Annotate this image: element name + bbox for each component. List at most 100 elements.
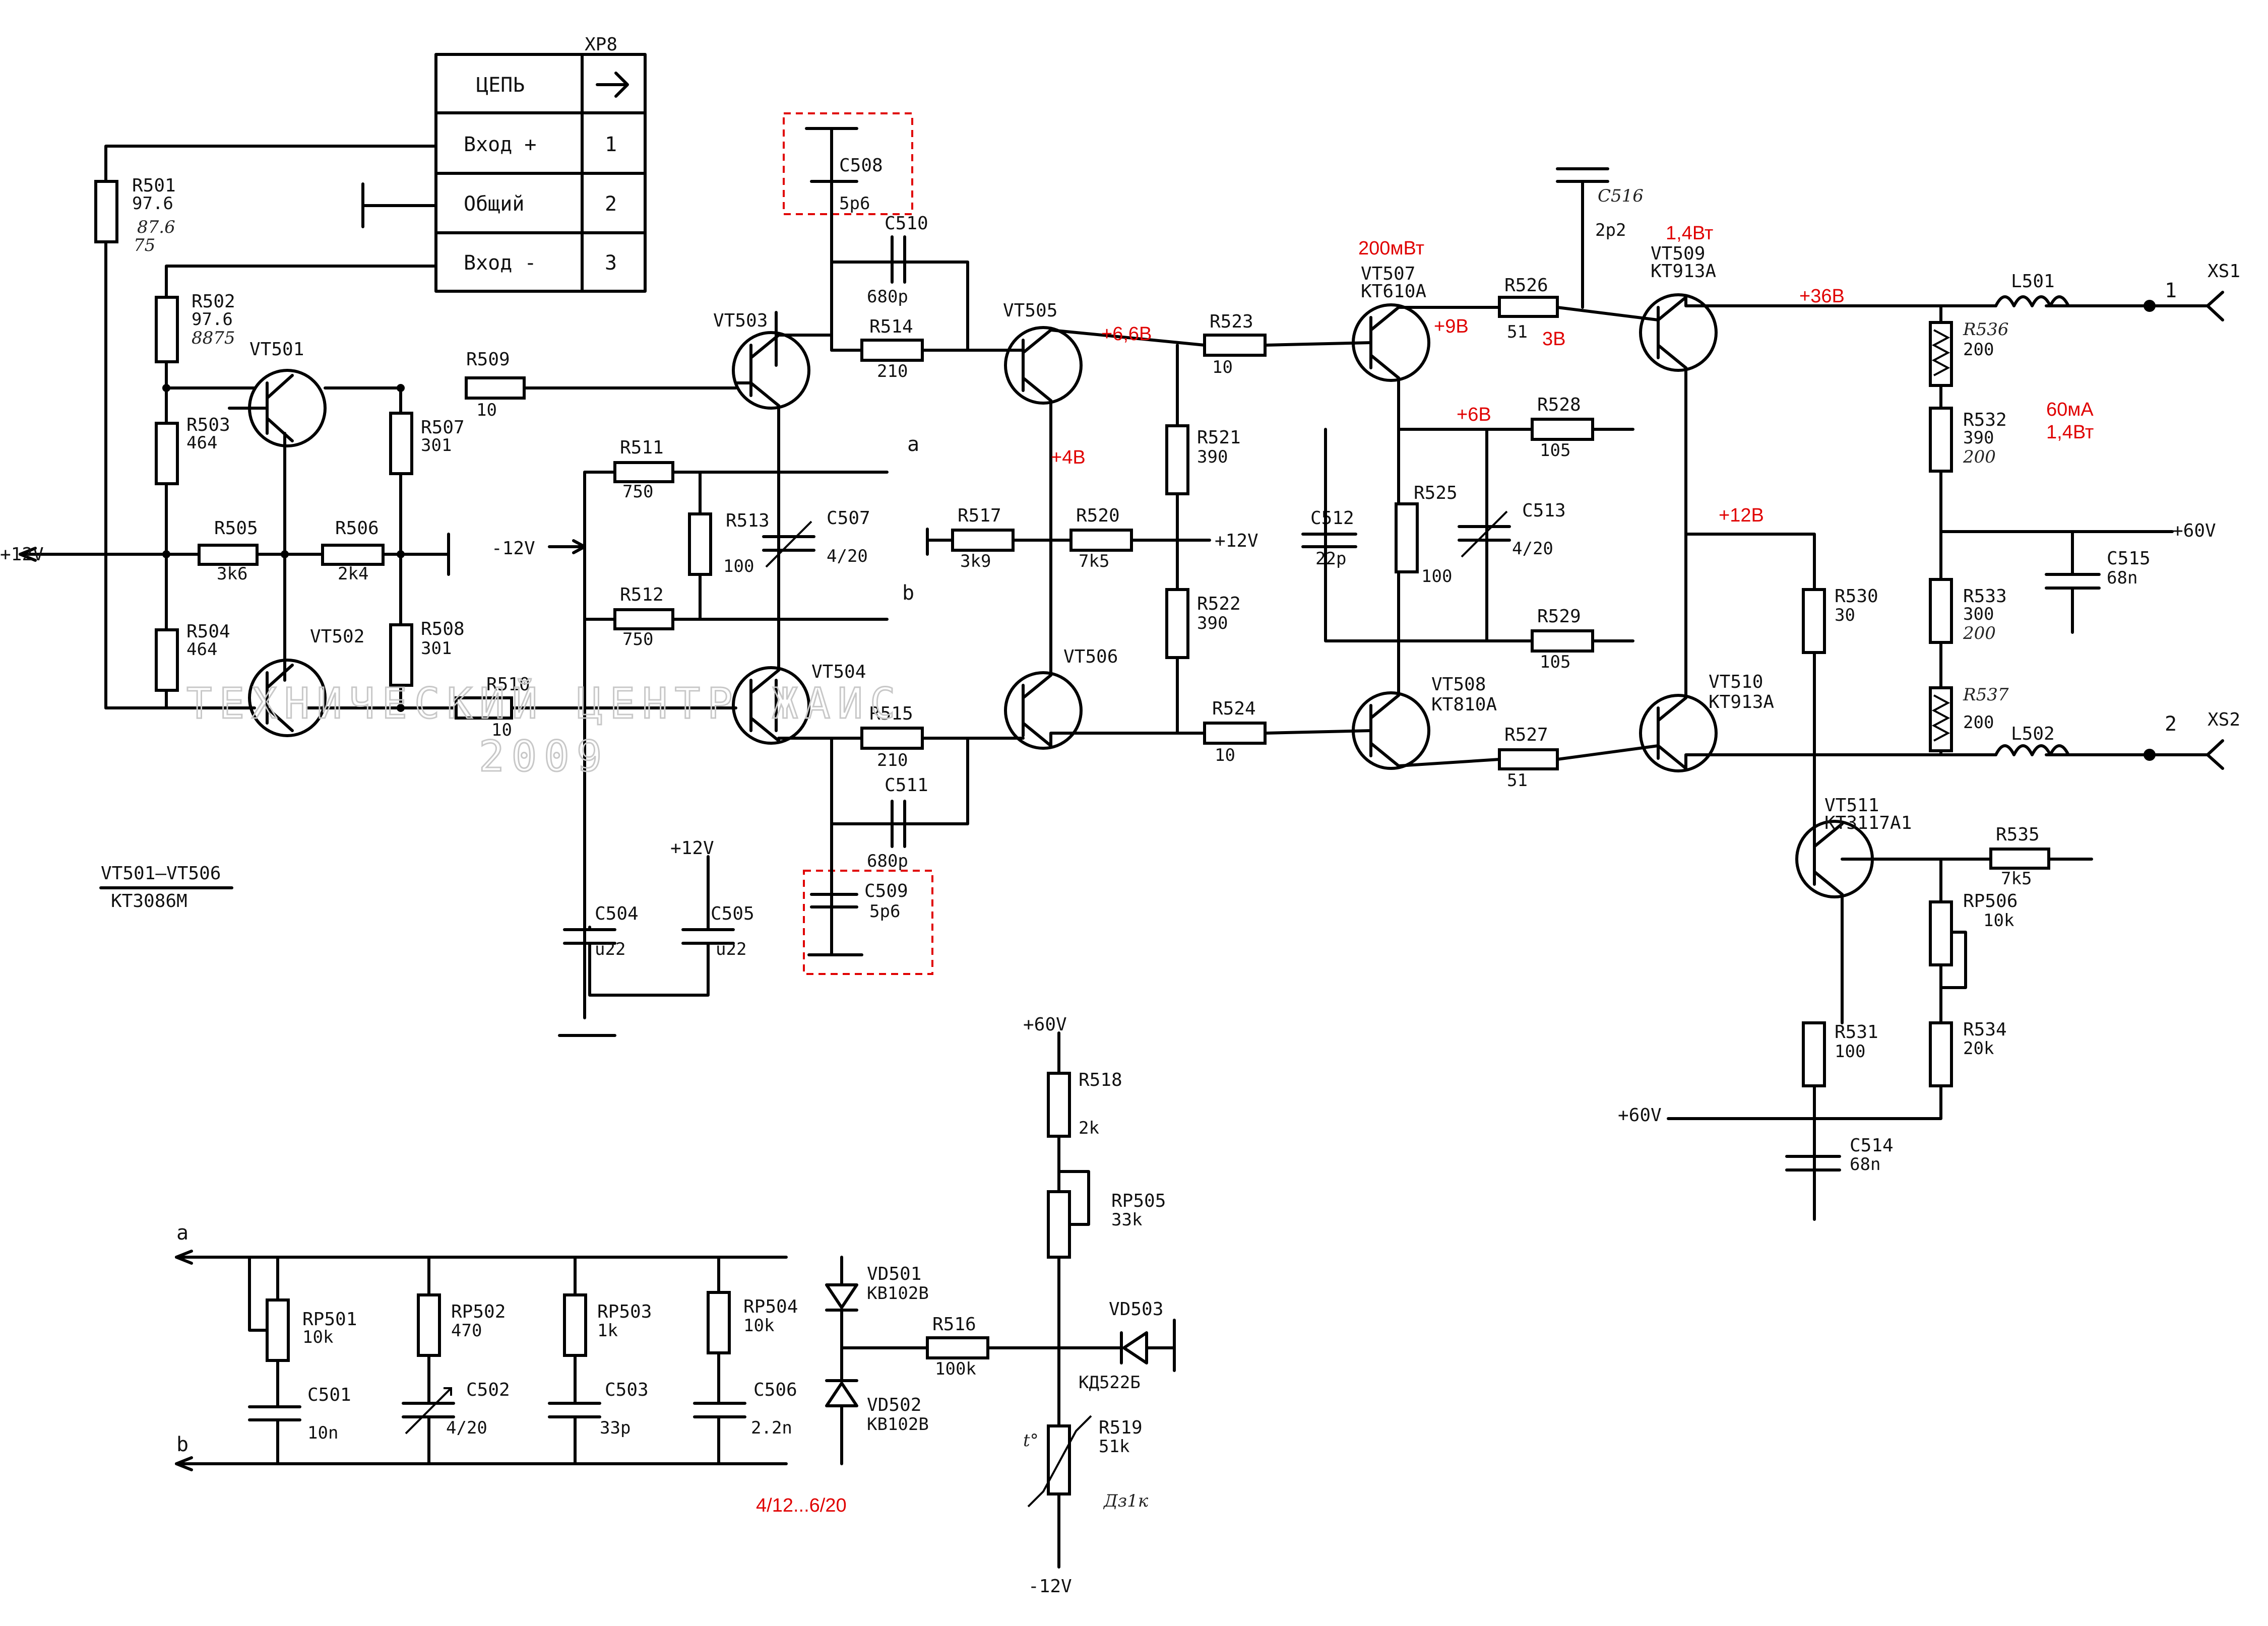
c501-ref: C501 [307, 1385, 351, 1405]
vt504-ref: VT504 [811, 662, 866, 682]
r512-value: 750 [622, 629, 653, 649]
rp506-ref: RP506 [1963, 891, 2018, 912]
vt510-type: KT913A [1709, 692, 1774, 712]
connector-row-1-name: Вход + [464, 133, 537, 156]
r524-ref: R524 [1212, 698, 1256, 719]
annotation-v9: +9В [1434, 316, 1469, 337]
r521-ref: R521 [1197, 427, 1241, 448]
r534-ref: R534 [1963, 1019, 2007, 1040]
xs1-pin: 1 [2165, 279, 2177, 302]
r506-ref: R506 [335, 518, 379, 539]
resistor-r505 [198, 544, 259, 566]
r505-ref: R505 [214, 518, 258, 539]
r525-ref: R525 [1414, 483, 1458, 503]
r528-value: 105 [1540, 440, 1570, 461]
r533-ref: R533 [1963, 586, 2007, 607]
annotation-p1-4w-b: 1,4Вт [2046, 422, 2094, 443]
rp506-value: 10k [1983, 910, 2014, 931]
capacitor-c502: C502 4/20 [402, 1380, 510, 1438]
rp502-ref: RP502 [451, 1302, 506, 1322]
r503-value: 464 [186, 433, 217, 453]
vd501-ref: VD501 [867, 1264, 921, 1284]
transistor-vt502: VT502 [248, 626, 364, 737]
r501-hand-note: 87.6 [137, 217, 175, 237]
vd503-ref: VD503 [1109, 1299, 1163, 1320]
capacitor-c504: C504 u22 [563, 903, 639, 959]
resistor-r533 [1929, 578, 1953, 644]
r535-ref: R535 [1996, 824, 2040, 845]
r533-hand-note: 200 [1963, 623, 1996, 643]
c507-ref: C507 [827, 508, 870, 529]
r517-value: 3k9 [960, 551, 991, 571]
capacitor-c505: C505 u22 [681, 903, 754, 959]
xs2-pin: 2 [2165, 712, 2177, 736]
rp503-value: 1k [597, 1321, 618, 1341]
r502-value: 97.6 [192, 309, 233, 330]
r515-value: 210 [877, 750, 908, 770]
capacitor-c501: C501 10n [248, 1385, 351, 1443]
r537-ref: R537 [1963, 685, 2009, 705]
net-a-upper: a [907, 433, 919, 456]
transistor-vt505: VT505 [1003, 300, 1083, 405]
transistor-vt509: VT509 KT913A [1639, 243, 1718, 372]
r534-value: 20k [1963, 1038, 1994, 1059]
resistor-r514 [860, 339, 924, 362]
r511-ref: R511 [620, 437, 664, 458]
annotation-cap-range: 4/12...6/20 [756, 1495, 847, 1516]
rail-p12-left: +12V [0, 544, 44, 565]
resistor-r528 [1531, 418, 1594, 441]
output-xs2: XS2 2 [2144, 709, 2240, 770]
l502-ref: L502 [2011, 724, 2055, 744]
rp503-ref: RP503 [597, 1302, 652, 1322]
resistor-r515 [860, 727, 924, 750]
r536-ref: R536 [1963, 319, 2009, 340]
c516-ref: C516 [1598, 186, 1644, 206]
r537-value: 200 [1963, 712, 1994, 733]
xs2-ref: XS2 [2208, 709, 2240, 730]
vd502-ref: VD502 [867, 1395, 921, 1415]
vd501-type: KB102B [867, 1283, 929, 1304]
r526-value: 51 [1507, 322, 1528, 342]
annotation-p1-4w-a: 1,4Вт [1666, 223, 1713, 244]
c509-ref: C509 [864, 881, 908, 901]
r514-ref: R514 [869, 316, 913, 337]
c505-ref: C505 [711, 903, 754, 924]
rail-p12-c505: +12V [670, 838, 714, 859]
resistor-r512 [613, 608, 674, 630]
vt507-ref: VT507 [1361, 264, 1415, 284]
annotation-p200mw: 200мВт [1358, 238, 1424, 259]
r509-ref: R509 [466, 349, 510, 370]
c515-ref: C515 [2107, 548, 2151, 569]
rp504-value: 10k [743, 1316, 774, 1336]
rail-p60-right: +60V [2172, 521, 2216, 541]
resistor-r521 [1165, 424, 1189, 495]
vt508-type: KT810A [1431, 694, 1497, 715]
resistor-r527 [1498, 748, 1559, 770]
r515-ref: R515 [869, 703, 913, 724]
vt502-ref: VT502 [310, 626, 364, 647]
rail-p60-r518: +60V [1023, 1014, 1067, 1035]
r526-ref: R526 [1504, 275, 1548, 296]
r529-ref: R529 [1537, 606, 1581, 627]
resistor-r523 [1203, 334, 1267, 357]
r507-ref: R507 [421, 417, 465, 438]
r532-value: 390 [1963, 428, 1994, 448]
r532-hand-note: 200 [1963, 447, 1996, 467]
c506-value: 2.2n [751, 1418, 792, 1438]
r522-value: 390 [1197, 613, 1228, 633]
thermistor-mark: t° [1023, 1430, 1039, 1451]
r516-value: 100k [935, 1359, 976, 1379]
c513-ref: C513 [1522, 500, 1566, 521]
c502-ref: C502 [466, 1380, 510, 1400]
vt508-ref: VT508 [1431, 674, 1486, 695]
r503-ref: R503 [186, 415, 230, 435]
r517-ref: R517 [958, 505, 1001, 526]
r523-ref: R523 [1210, 311, 1253, 332]
c516-value: 2p2 [1595, 220, 1626, 240]
c511-value: 680p [867, 851, 908, 871]
c515-value: 68n [2107, 568, 2137, 588]
rail-p12-mid: +12V [1215, 531, 1258, 551]
capacitor-c508: C508 5p6 [805, 127, 883, 214]
vt501-ref: VT501 [249, 339, 304, 360]
r530-ref: R530 [1835, 586, 1878, 607]
